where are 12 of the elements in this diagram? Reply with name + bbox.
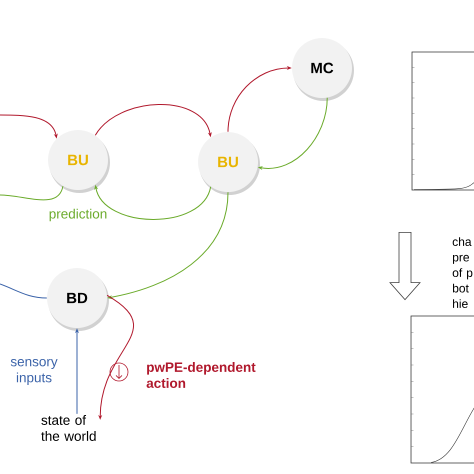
edge-label: sensory inputs	[10, 358, 58, 386]
edge-label: pwPE-dependent action	[146, 362, 256, 388]
circle-node: BU	[198, 132, 260, 195]
text-label: prediction	[50, 208, 106, 222]
plot-drawing	[412, 52, 474, 190]
circle-node: MC	[292, 38, 354, 101]
circle-node: BU	[48, 130, 110, 193]
circle-node: BD	[47, 268, 109, 331]
block-arrow	[389, 232, 421, 300]
edge-label: cha pre of p bot hie	[452, 237, 472, 308]
plot-drawing	[410, 316, 474, 464]
text-label: state of the world	[41, 415, 96, 441]
